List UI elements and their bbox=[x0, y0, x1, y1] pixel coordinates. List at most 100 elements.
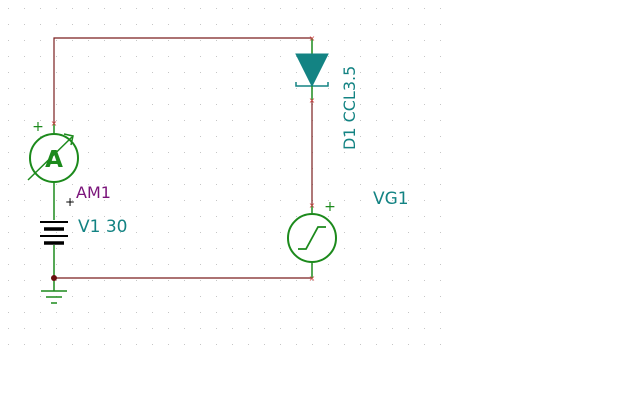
grid-dot bbox=[280, 8, 281, 9]
grid-dot bbox=[24, 232, 25, 233]
grid-dot bbox=[136, 264, 137, 265]
grid-dot bbox=[280, 72, 281, 73]
grid-dot bbox=[280, 296, 281, 297]
grid-dot bbox=[232, 56, 233, 57]
grid-dot bbox=[392, 296, 393, 297]
grid-dot bbox=[264, 40, 265, 41]
grid-dot bbox=[56, 216, 57, 217]
grid-dot bbox=[264, 72, 265, 73]
grid-dot bbox=[360, 136, 361, 137]
grid-dot bbox=[328, 168, 329, 169]
generator-vg1[interactable]: + VG1 bbox=[287, 189, 409, 278]
grid-dot bbox=[232, 328, 233, 329]
grid-dot bbox=[424, 280, 425, 281]
diode-d1[interactable]: D1 CCL3.5 bbox=[295, 38, 359, 150]
grid-dot bbox=[216, 152, 217, 153]
grid-dot bbox=[24, 264, 25, 265]
ammeter-label[interactable]: AM1 bbox=[76, 183, 111, 202]
grid-dot bbox=[40, 56, 41, 57]
battery-v1[interactable]: V1 30 bbox=[40, 202, 127, 278]
grid-dot bbox=[136, 296, 137, 297]
grid-dot bbox=[184, 24, 185, 25]
grid-dot bbox=[408, 40, 409, 41]
grid-dot bbox=[424, 104, 425, 105]
grid-dot bbox=[72, 280, 73, 281]
grid-dot bbox=[200, 72, 201, 73]
grid-dot bbox=[280, 312, 281, 313]
grid-dot bbox=[408, 248, 409, 249]
grid-dot bbox=[280, 136, 281, 137]
grid-dot bbox=[440, 232, 441, 233]
grid-dot bbox=[24, 328, 25, 329]
grid-dot bbox=[88, 296, 89, 297]
grid-dot bbox=[440, 168, 441, 169]
grid-dot bbox=[376, 168, 377, 169]
grid-dot bbox=[392, 248, 393, 249]
grid-dot bbox=[152, 72, 153, 73]
grid-dot bbox=[392, 136, 393, 137]
grid-dot bbox=[56, 200, 57, 201]
grid-dot bbox=[344, 264, 345, 265]
grid-dot bbox=[72, 88, 73, 89]
grid-dot bbox=[360, 232, 361, 233]
grid-dot bbox=[40, 40, 41, 41]
grid-dot bbox=[184, 88, 185, 89]
grid-dot bbox=[120, 296, 121, 297]
generator-label[interactable]: VG1 bbox=[373, 189, 409, 209]
grid-dot bbox=[200, 264, 201, 265]
grid-dot bbox=[248, 24, 249, 25]
grid-dot bbox=[232, 40, 233, 41]
grid-dot bbox=[56, 328, 57, 329]
grid-dot bbox=[424, 120, 425, 121]
grid-dot bbox=[56, 40, 57, 41]
grid-dot bbox=[88, 8, 89, 9]
grid-dot bbox=[264, 120, 265, 121]
grid-dot bbox=[264, 280, 265, 281]
grid-dot bbox=[184, 312, 185, 313]
ammeter-symbol: A bbox=[45, 147, 63, 173]
ground-symbol[interactable] bbox=[41, 278, 67, 304]
grid-dot bbox=[264, 232, 265, 233]
grid-dot bbox=[88, 328, 89, 329]
grid-dot bbox=[56, 56, 57, 57]
ammeter-am1[interactable]: A + + AM1 bbox=[27, 119, 111, 209]
diode-label[interactable]: D1 CCL3.5 bbox=[340, 66, 359, 150]
wires bbox=[53, 37, 313, 279]
grid-dot bbox=[136, 168, 137, 169]
grid-dot bbox=[136, 344, 137, 345]
grid-dot bbox=[232, 152, 233, 153]
grid-dot bbox=[408, 296, 409, 297]
battery-label[interactable]: V1 30 bbox=[78, 217, 127, 237]
grid-dot bbox=[328, 104, 329, 105]
grid-dot bbox=[248, 328, 249, 329]
wire-top[interactable] bbox=[53, 37, 312, 123]
grid-dot bbox=[168, 24, 169, 25]
grid-dot bbox=[120, 280, 121, 281]
grid-dot bbox=[280, 344, 281, 345]
grid-dot bbox=[392, 184, 393, 185]
grid-dot bbox=[360, 184, 361, 185]
grid-dot bbox=[424, 40, 425, 41]
grid-dot bbox=[168, 216, 169, 217]
grid-dot bbox=[296, 280, 297, 281]
grid-dot bbox=[184, 280, 185, 281]
grid-dot bbox=[136, 24, 137, 25]
grid-dot bbox=[40, 88, 41, 89]
grid-dot bbox=[408, 344, 409, 345]
grid-dot bbox=[440, 312, 441, 313]
grid-dot bbox=[376, 344, 377, 345]
grid-dot bbox=[248, 104, 249, 105]
grid-dot bbox=[264, 296, 265, 297]
junction-node[interactable] bbox=[51, 275, 57, 281]
grid-dot bbox=[312, 8, 313, 9]
grid-dot bbox=[168, 296, 169, 297]
grid-dot bbox=[232, 8, 233, 9]
grid-dot bbox=[360, 88, 361, 89]
grid-dot bbox=[328, 136, 329, 137]
grid-dot bbox=[216, 120, 217, 121]
grid-dot bbox=[88, 88, 89, 89]
grid-dot bbox=[152, 104, 153, 105]
grid-dot bbox=[56, 72, 57, 73]
grid-dot bbox=[264, 104, 265, 105]
